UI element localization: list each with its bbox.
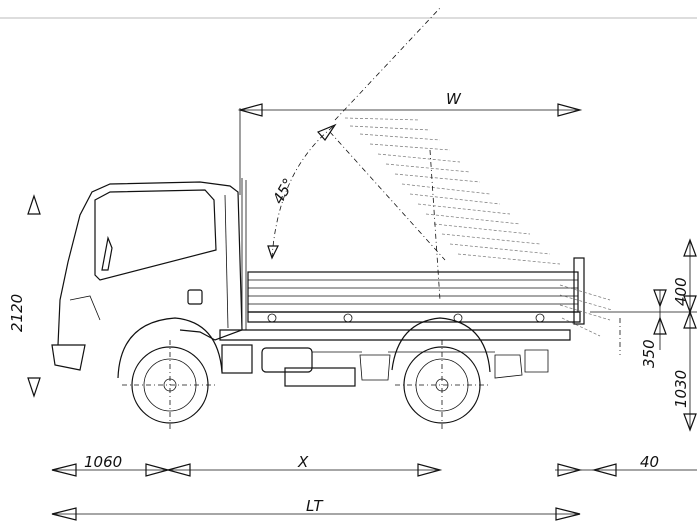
front-wheel (117, 317, 223, 430)
dimension-w: W (237, 90, 583, 195)
dim-1030-label: 1030 (672, 370, 690, 408)
front-bumper (51, 344, 86, 371)
dimension-bottom-row: 1060 X 40 (51, 453, 697, 477)
battery (221, 344, 253, 374)
frame-box (284, 367, 356, 387)
x-label: X (297, 453, 309, 471)
door-handle (101, 235, 113, 271)
dimension-lt: LT (51, 497, 581, 521)
height-2120-label: 2120 (8, 294, 26, 332)
front-overhang-label: 1060 (84, 453, 122, 471)
dim-350-label: 350 (640, 339, 658, 368)
rear-wheel (391, 317, 491, 430)
chassis (219, 329, 571, 387)
dim-400-label: 400 (672, 277, 690, 306)
dimension-2120: 2120 (8, 194, 41, 398)
w-label: W (446, 90, 462, 108)
mirror (187, 289, 203, 305)
lt-label: LT (306, 497, 324, 515)
rear-40-label: 40 (640, 453, 659, 471)
angle-indicator: 45° (267, 123, 337, 260)
tipping-arc-hatch (329, 7, 613, 337)
tipper-body (247, 257, 585, 325)
tank (261, 347, 313, 373)
dimension-right: 400 1030 350 (590, 238, 697, 432)
cab (51, 178, 247, 371)
angle-label: 45° (269, 175, 298, 207)
